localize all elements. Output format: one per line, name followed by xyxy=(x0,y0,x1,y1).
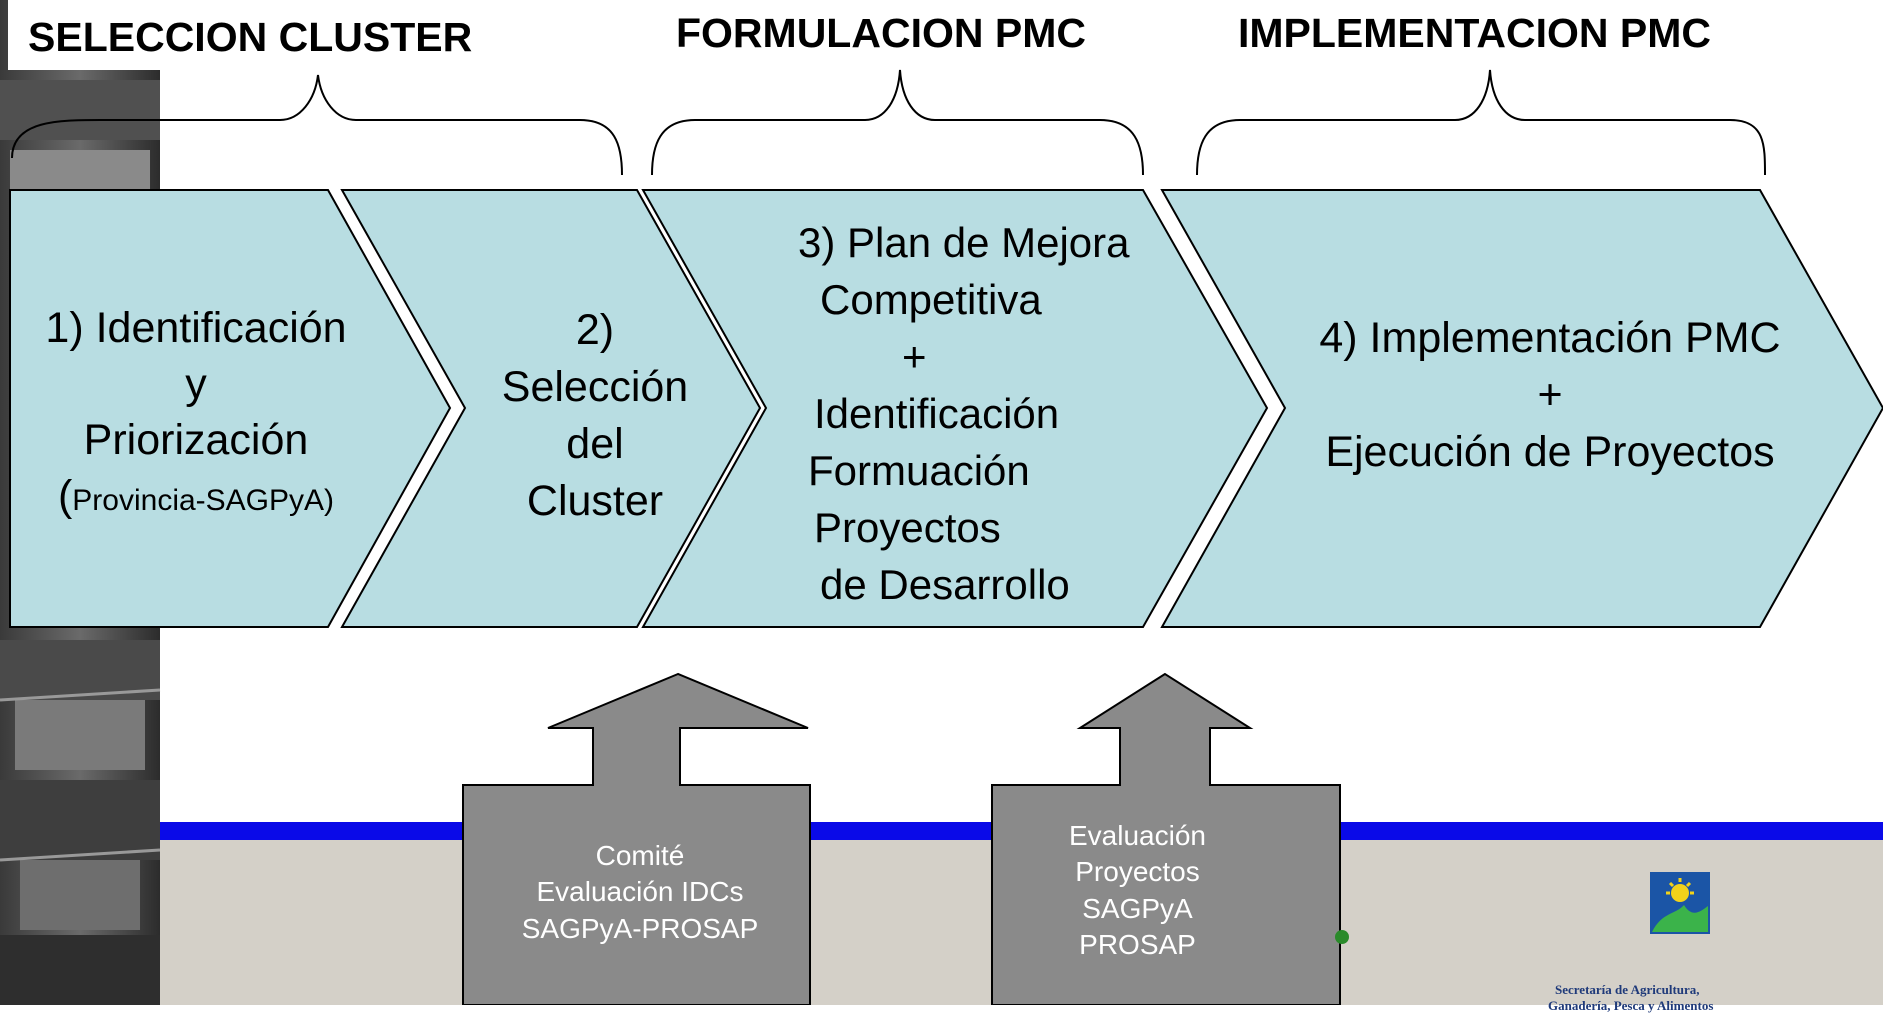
step1-chevron xyxy=(9,189,452,628)
step1-text: 1) Identificación y Priorización (Provin… xyxy=(16,300,376,529)
logo-line2: Ganadería, Pesca y Alimentos xyxy=(1548,998,1714,1013)
input-comite-line1: Comité xyxy=(595,840,685,871)
input-evaluacion-line3: SAGPyA xyxy=(1082,892,1193,924)
phase-title-formulacion: FORMULACION PMC xyxy=(676,10,1086,56)
step3-chevron xyxy=(641,189,1269,628)
step3-line1: 3) Plan de Mejora xyxy=(798,219,1130,266)
input-comite-text: Comité Evaluación IDCs SAGPyA-PROSAP xyxy=(475,838,805,947)
brace-formulacion xyxy=(651,69,1144,176)
step1-line2: y xyxy=(185,360,207,408)
step3-line2: Competitiva xyxy=(820,276,1042,323)
input-evaluacion-text: Evaluación Proyectos SAGPyA PROSAP xyxy=(1000,818,1330,964)
input-comite-line3: SAGPyA-PROSAP xyxy=(521,912,759,944)
step1-line4: (Provincia-SAGPyA) xyxy=(16,468,376,529)
input-arrow-comite xyxy=(462,672,811,1005)
step3-line7: de Desarrollo xyxy=(820,561,1070,608)
phase-title-implementacion: IMPLEMENTACION PMC xyxy=(1238,10,1712,56)
step4-chevron xyxy=(1160,189,1883,628)
step3-line3: + xyxy=(902,333,927,380)
step3-line6: Proyectos xyxy=(814,504,1001,551)
step1-paren: ( xyxy=(57,472,73,520)
step2-chevron xyxy=(340,189,762,628)
input-evaluacion-line1: Evaluación xyxy=(1069,820,1206,851)
logo-line1: Secretaría de Agricultura, xyxy=(1555,982,1700,997)
step3-text: 3) Plan de Mejora Competitiva + Identifi… xyxy=(790,214,1170,613)
input-evaluacion-line2: Proyectos xyxy=(1075,856,1200,888)
input-evaluacion-line4: PROSAP xyxy=(1079,929,1196,961)
step4-text: 4) Implementación PMC + Ejecución de Pro… xyxy=(1290,310,1810,481)
step1-line3: Priorización xyxy=(83,416,309,464)
step3-line4: Identificación xyxy=(814,390,1060,437)
step1-line1: 1) Identificación xyxy=(45,304,347,352)
step2-line2: Selección xyxy=(501,363,689,411)
brace-seleccion xyxy=(11,74,623,176)
step2-line4: Cluster xyxy=(526,477,664,525)
step2-line3: del xyxy=(566,420,624,468)
step2-text: 2) Selección del Cluster xyxy=(480,302,710,530)
brace-implementacion xyxy=(1196,69,1766,176)
step1-agency: Provincia-SAGPyA) xyxy=(72,484,335,517)
input-arrow-evaluacion xyxy=(991,672,1341,1005)
step4-line3: Ejecución de Proyectos xyxy=(1325,428,1775,476)
phase-title-seleccion: SELECCION CLUSTER xyxy=(28,14,473,60)
sagpya-logo-icon xyxy=(1650,872,1710,934)
step2-line1: 2) xyxy=(575,306,615,354)
step4-line1: 4) Implementación PMC xyxy=(1319,314,1781,362)
step3-line5: Formuación xyxy=(808,447,1030,494)
footer-mark-icon xyxy=(1335,930,1349,944)
step4-line2: + xyxy=(1537,371,1563,419)
input-comite-line2: Evaluación IDCs xyxy=(536,876,744,908)
title-backdrop xyxy=(8,0,543,70)
